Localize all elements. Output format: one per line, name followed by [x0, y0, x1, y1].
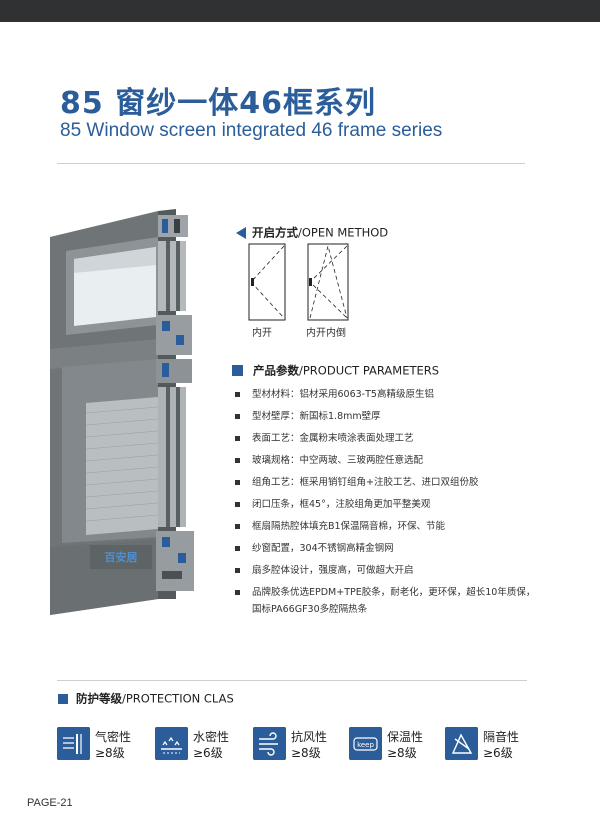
params-list: 型材材料：铝材采用6063-T5高精级原生铝 型材壁厚：新国标1.8mm壁厚 表… — [235, 386, 585, 623]
open-method-title: 开启方式 — [252, 225, 298, 240]
title-divider — [57, 163, 525, 164]
protection-name: 气密性 — [95, 730, 132, 744]
open-option-inward-label: 内开 — [252, 328, 272, 339]
protection-name: 隔音性 — [483, 730, 520, 744]
param-item: 闭口压条，框45°，注胶组角更加平整美观 — [235, 496, 585, 513]
param-item: 型材材料：铝材采用6063-T5高精级原生铝 — [235, 386, 585, 403]
top-dark-bar — [0, 0, 600, 22]
sound-insulation-icon — [445, 727, 478, 760]
square-marker-icon — [232, 365, 243, 376]
protection-title: 防护等级 — [76, 691, 122, 706]
triangle-marker-icon — [236, 226, 246, 239]
protection-title-en: /PROTECTION CLAS — [122, 691, 234, 706]
inward-open-diagram — [248, 243, 286, 321]
protection-name: 水密性 — [193, 730, 230, 744]
param-item: 组角工艺：框采用销钉组角+注胶工艺、进口双组份胶 — [235, 474, 585, 491]
insulation-keep-icon: keep — [349, 727, 382, 760]
param-item: 纱窗配置，304不锈钢高精金钢网 — [235, 540, 585, 557]
air-tightness-icon — [57, 727, 90, 760]
protection-level: ≥6级 — [483, 746, 513, 760]
param-item: 表面工艺：金属粉末喷涂表面处理工艺 — [235, 430, 585, 447]
window-product-image: 百安居 — [50, 209, 194, 615]
page-number: PAGE-21 — [27, 797, 73, 809]
svg-text:百安居: 百安居 — [105, 550, 138, 564]
square-marker-icon — [58, 693, 68, 704]
protection-level: ≥8级 — [291, 746, 321, 760]
param-item: 框扇隔热腔体填充B1保温隔音棉，环保、节能 — [235, 518, 585, 535]
param-item-continued: 国标PA66GF30多腔隔热条 — [252, 604, 368, 615]
param-item: 品牌胶条优选EPDM+TPE胶条，耐老化，更环保，超长10年质保， — [235, 584, 585, 601]
water-tightness-icon — [155, 727, 188, 760]
protection-section: 防护等级/PROTECTION CLAS — [58, 688, 234, 707]
params-title: 产品参数 — [253, 363, 299, 378]
protection-name: 保温性 — [387, 730, 424, 744]
param-item: 玻璃规格：中空两玻、三玻两腔任意选配 — [235, 452, 585, 469]
open-option-tilt-label: 内开内倒 — [306, 328, 346, 339]
protection-level: ≥8级 — [387, 746, 417, 760]
protection-level: ≥6级 — [193, 746, 223, 760]
protection-name: 抗风性 — [291, 730, 328, 744]
open-method-diagrams — [248, 243, 349, 321]
params-title-en: /PRODUCT PARAMETERS — [299, 363, 440, 378]
param-item: 扇多腔体设计，强度高，可做超大开启 — [235, 562, 585, 579]
protection-divider — [57, 680, 527, 681]
open-method-title-en: /OPEN METHOD — [298, 225, 389, 240]
param-item: 型材壁厚：新国标1.8mm壁厚 — [235, 408, 585, 425]
wind-resistance-icon — [253, 727, 286, 760]
protection-level: ≥8级 — [95, 746, 125, 760]
protection-items: 气密性 ≥8级 水密性 ≥6级 抗风性 ≥8级 keep 保温性 ≥8级 — [57, 725, 537, 765]
svg-text:keep: keep — [357, 741, 374, 749]
page-title-cn: 85 窗纱一体46框系列 — [60, 86, 376, 121]
page-title-en: 85 Window screen integrated 46 frame ser… — [60, 120, 443, 141]
product-params-section: 产品参数/PRODUCT PARAMETERS — [232, 360, 439, 379]
open-method-section: 开启方式/OPEN METHOD — [236, 222, 388, 241]
tilt-turn-diagram — [307, 243, 349, 321]
